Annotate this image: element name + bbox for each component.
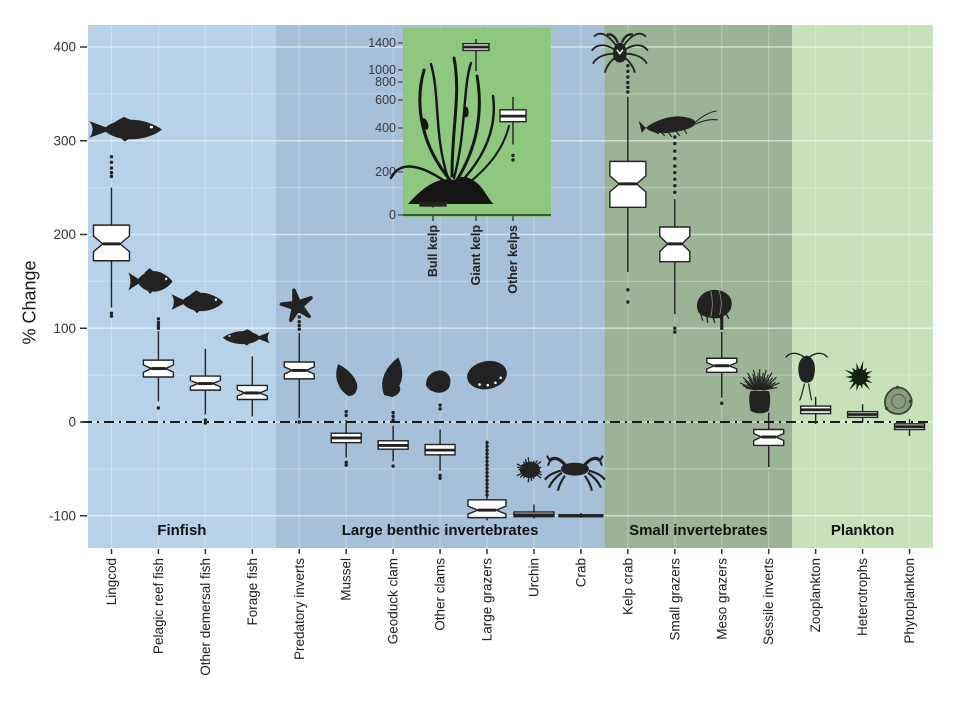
inset-x-tick-label: Bull kelp <box>426 225 440 277</box>
boxplot-other-demersal-fish <box>189 348 222 425</box>
x-tick-label: Zooplankton <box>808 558 823 632</box>
inset-y-tick-label: 1000 <box>368 63 396 77</box>
y-tick-label: -100 <box>49 508 76 523</box>
inset-y-tick-label: 400 <box>375 121 396 135</box>
heterotroph-icon <box>844 360 873 392</box>
section-label-small-invertebrates: Small invertebrates <box>629 522 767 539</box>
section-label-plankton: Plankton <box>831 522 894 539</box>
band-finfish <box>88 25 276 548</box>
boxplot-heterotrophs <box>846 404 879 423</box>
boxplot-urchin <box>513 504 555 519</box>
x-tick-label: Pelagic reef fish <box>151 558 166 654</box>
boxplot-pelagic-reef-fish <box>142 317 175 410</box>
x-tick-label: Other clams <box>433 558 448 631</box>
x-tick-label: Phytoplankton <box>902 558 917 644</box>
demersal-fish-icon <box>171 290 224 314</box>
y-tick-label: 200 <box>53 227 76 242</box>
y-tick-label: 300 <box>53 133 76 148</box>
x-tick-label: Large grazers <box>480 558 495 642</box>
inset-y-tick-label: 600 <box>375 93 396 107</box>
boxplot-sessile-inverts <box>752 412 785 467</box>
amphipod-icon <box>696 289 732 324</box>
y-tick-label: 400 <box>53 40 76 55</box>
boxplot-other-clams <box>424 403 456 480</box>
section-label-finfish: Finfish <box>157 522 206 539</box>
boxplot-large-grazers <box>467 440 507 521</box>
band-small-invertebrates <box>604 25 793 548</box>
forage-fish-icon <box>222 329 270 346</box>
x-tick-label: Crab <box>573 558 588 587</box>
x-tick-label: Sessile inverts <box>761 558 776 645</box>
boxplot-crab <box>558 512 604 518</box>
x-tick-label: Predatory inverts <box>292 558 307 660</box>
x-tick-label: Small grazers <box>667 558 682 641</box>
inset-y-tick-label: 1400 <box>368 36 396 50</box>
abalone-icon <box>467 360 507 390</box>
geoduck-icon <box>382 357 403 397</box>
mussel-icon <box>336 364 358 396</box>
inset-y-tick-label: 200 <box>375 165 396 179</box>
x-tick-label: Heterotrophs <box>855 558 870 636</box>
y-tick-label: 100 <box>53 321 76 336</box>
x-tick-label: Mussel <box>339 558 354 601</box>
inset-y-tick-label: 800 <box>375 75 396 89</box>
shrimp-icon <box>638 110 718 138</box>
x-tick-label: Lingcod <box>104 558 119 605</box>
x-tick-label: Forage fish <box>245 558 260 626</box>
x-tick-label: Kelp crab <box>620 558 635 615</box>
x-tick-label: Geoduck clam <box>386 558 401 644</box>
anemone-icon <box>739 369 780 414</box>
boxplot-small-grazers <box>659 135 691 334</box>
kelp-crab-icon <box>591 32 649 73</box>
inset-x-tick-label: Other kelps <box>506 225 520 294</box>
y-tick-label: 0 <box>68 415 76 430</box>
boxplot-mussel <box>330 409 362 467</box>
boxplot-zooplankton <box>799 396 832 424</box>
boxplot-meso-grazers <box>706 306 738 405</box>
boxplot-geoduck-clam <box>377 410 409 468</box>
inset-y-tick-label: 0 <box>389 208 396 222</box>
boxplot-predatory-inverts <box>283 309 315 424</box>
band-plankton <box>792 25 933 548</box>
x-tick-label: Urchin <box>526 558 541 597</box>
copepod-icon <box>785 352 829 401</box>
kelp-icon <box>389 56 510 204</box>
x-tick-label: Other demersal fish <box>198 558 213 676</box>
boxplot-inset-giant-kelp <box>462 38 490 72</box>
section-label-large-benthic-invertebrates: Large benthic invertebrates <box>342 522 539 539</box>
x-tick-label: Meso grazers <box>714 558 729 640</box>
crab-icon <box>544 455 606 491</box>
boxplot-lingcod <box>92 154 131 318</box>
starfish-icon <box>279 288 313 323</box>
clam-icon <box>426 370 451 393</box>
boxplot-kelp-crab <box>609 64 647 304</box>
inset-x-tick-label: Giant kelp <box>469 225 483 286</box>
boxplot-inset-other-kelps <box>499 96 527 162</box>
phytoplankton-icon <box>884 385 913 415</box>
boxplot-inset-bull-kelp <box>419 200 447 208</box>
boxplot-phytoplankton <box>893 419 926 437</box>
lingcod-fish-icon <box>89 116 162 142</box>
reef-fish-icon <box>128 268 173 294</box>
urchin-icon <box>516 457 542 483</box>
boxplot-forage-fish <box>236 356 269 417</box>
